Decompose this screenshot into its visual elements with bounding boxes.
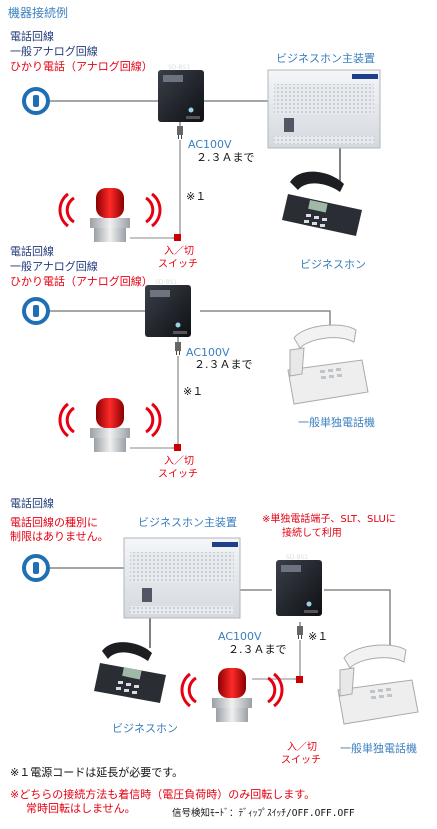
ac-power-label: AC100V <box>218 630 262 643</box>
line-title: 電話回線 <box>10 30 54 43</box>
switch-label: スイッチ <box>158 259 198 270</box>
note-ref: ※１ <box>308 630 329 643</box>
adapter-device <box>158 70 204 122</box>
switch-on-off-label: 入／切 <box>164 246 194 257</box>
note-ref: ※１ <box>186 190 207 203</box>
switch-icon <box>296 676 303 683</box>
phone-line-icon <box>22 87 50 115</box>
line-title: 電話回線 <box>10 245 54 258</box>
ac-power-label: AC100V <box>188 138 232 151</box>
business-phone-icon <box>94 642 166 703</box>
ac-power-label: AC100V <box>186 346 230 359</box>
switch-label: スイッチ <box>158 469 198 480</box>
phone-line-icon <box>22 554 50 582</box>
rotating-lamp-icon <box>58 188 162 242</box>
pbx-label: ビジネスホン主装置 <box>276 52 375 65</box>
slt-note-2: 接続して利用 <box>282 528 342 539</box>
plug-icon <box>175 342 181 355</box>
adapter-device <box>276 560 322 616</box>
switch-on-off-label: 入／切 <box>164 456 194 467</box>
adapter-device <box>145 285 191 337</box>
pbx-label: ビジネスホン主装置 <box>138 516 237 529</box>
single-phone-label: 一般単独電話機 <box>340 742 417 755</box>
line-analog-label: 一般アナログ回線 <box>10 45 98 58</box>
switch-on-off-label: 入／切 <box>287 742 317 753</box>
page-title: 機器接続例 <box>8 6 69 20</box>
footnote-rotation-1: ※どちらの接続方法も着信時（電圧負荷時）のみ回転します。 <box>10 788 316 801</box>
rotating-lamp-icon <box>180 668 284 722</box>
business-phone-label: ビジネスホン <box>112 722 178 735</box>
footnote-rotation-2: 常時回転はしません。 <box>26 802 136 815</box>
switch-icon <box>174 234 181 241</box>
single-phone-icon <box>337 644 419 725</box>
detect-mode-note: 信号検知ﾓｰﾄﾞ：ﾃﾞｨｯﾌﾟｽｲｯﾁ/OFF.OFF.OFF <box>172 808 355 819</box>
line-note-2: 制限はありません。 <box>10 530 109 543</box>
business-phone-icon <box>282 171 362 236</box>
ac-current-label: ２.３Ａまで <box>228 643 287 656</box>
pbx-unit-icon <box>267 69 381 149</box>
note-ref: ※１ <box>183 385 204 398</box>
phone-line-icon <box>22 297 50 325</box>
ac-current-label: ２.３Ａまで <box>194 358 253 371</box>
slt-note-1: ※単独電話端子、SLT、SLUに <box>262 514 396 525</box>
plug-icon <box>177 126 183 139</box>
switch-icon <box>174 444 181 451</box>
footnote-power-cord: ※１電源コードは延長が必要です。 <box>10 766 184 779</box>
line-note-1: 電話回線の種別に <box>10 516 98 529</box>
single-phone-icon <box>287 324 369 405</box>
ac-current-label: ２.３Ａまで <box>196 151 255 164</box>
pbx-unit-icon <box>123 537 241 619</box>
single-phone-label: 一般単独電話機 <box>298 416 375 429</box>
device-model: SD-BS1 <box>155 279 178 286</box>
section3-connections <box>48 567 391 680</box>
line-analog-label: 一般アナログ回線 <box>10 260 98 273</box>
business-phone-label: ビジネスホン <box>300 258 366 271</box>
device-model: SD-BS1 <box>286 554 309 561</box>
line-title: 電話回線 <box>10 497 54 510</box>
line-hikari-label: ひかり電話（アナログ回線） <box>10 275 153 288</box>
rotating-lamp-icon <box>58 398 162 452</box>
device-model: SD-BS1 <box>168 64 191 71</box>
line-hikari-label: ひかり電話（アナログ回線） <box>10 60 153 73</box>
switch-label: スイッチ <box>281 755 321 766</box>
plug-icon <box>297 626 303 639</box>
